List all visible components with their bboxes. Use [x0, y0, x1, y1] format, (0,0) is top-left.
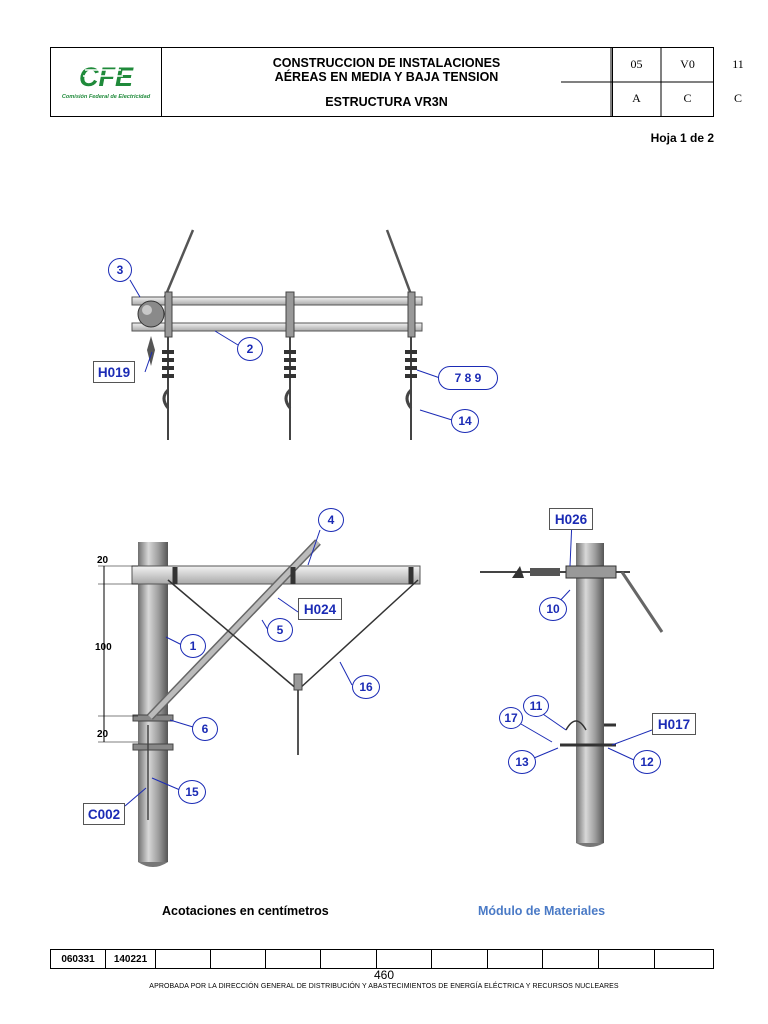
- sheet-number: Hoja 1 de 2: [650, 131, 714, 145]
- callout-10: 10: [539, 597, 567, 621]
- callout-2: 2: [237, 337, 263, 361]
- revision-cell: [377, 950, 432, 968]
- revision-cell: [543, 950, 599, 968]
- dimensions-note: Acotaciones en centímetros: [162, 904, 329, 918]
- code-cell: C: [683, 91, 692, 105]
- svg-text:CFE: CFE: [79, 62, 134, 92]
- cfe-logo: CFE Comisión Federal de Electricidad: [51, 48, 162, 116]
- revision-cell: [211, 950, 266, 968]
- approval-note: APROBADA POR LA DIRECCIÓN GENERAL DE DIS…: [149, 983, 619, 990]
- code-cell: 11: [732, 57, 744, 71]
- revision-cell: 060331: [51, 950, 106, 968]
- title-line-1: CONSTRUCCION DE INSTALACIONES: [272, 56, 501, 70]
- callout-4: 4: [318, 508, 344, 532]
- revision-cell: [321, 950, 377, 968]
- callout-h017: H017: [652, 713, 696, 735]
- callout-3: 3: [108, 258, 132, 282]
- revision-cell: [488, 950, 543, 968]
- dimension-bottom: 20: [97, 729, 109, 740]
- detail-view: [480, 519, 664, 847]
- revision-cell: [655, 950, 713, 968]
- callout-13: 13: [508, 750, 536, 774]
- revision-table: 060331 140221: [50, 949, 714, 969]
- code-grid: 05 V0 11 A C C: [612, 48, 744, 116]
- callout-h024: H024: [298, 598, 342, 620]
- dimension-middle: 100: [95, 642, 112, 653]
- top-view: [129, 229, 453, 440]
- header-table: CFE Comisión Federal de Electricidad CON…: [50, 47, 744, 117]
- revision-cell: [432, 950, 488, 968]
- document-title: CONSTRUCCION DE INSTALACIONES AÉREAS EN …: [161, 48, 613, 116]
- callout-12: 12: [633, 750, 661, 774]
- revision-cell: 140221: [106, 950, 156, 968]
- insulator-string: [162, 337, 174, 440]
- structure-name: ESTRUCTURA VR3N: [325, 95, 448, 109]
- side-view: [98, 529, 421, 867]
- callout-6: 6: [192, 717, 218, 741]
- dimension-top: 20: [97, 555, 109, 566]
- page-number: 460: [373, 968, 395, 982]
- revision-cell: [599, 950, 655, 968]
- svg-text:Comisión Federal de Electricid: Comisión Federal de Electricidad: [62, 94, 151, 100]
- callout-h019: H019: [93, 361, 135, 383]
- cfe-logo-graphic: CFE Comisión Federal de Electricidad: [62, 62, 151, 100]
- callout-5: 5: [267, 618, 293, 642]
- callout-17: 17: [499, 707, 523, 729]
- callout-1: 1: [180, 634, 206, 658]
- code-cell: V0: [680, 57, 695, 71]
- callout-16: 16: [352, 675, 380, 699]
- title-line-2: AÉREAS EN MEDIA Y BAJA TENSION: [274, 70, 499, 84]
- code-cell: A: [632, 91, 641, 105]
- code-cell: C: [733, 91, 742, 105]
- insulator-string: [405, 337, 417, 440]
- callout-11: 11: [523, 695, 549, 717]
- callout-c002: C002: [83, 803, 125, 825]
- code-cell: 05: [630, 57, 643, 71]
- callout-14: 14: [451, 409, 479, 433]
- callout-h026: H026: [549, 508, 593, 530]
- revision-cell: [266, 950, 321, 968]
- materials-module-link[interactable]: Módulo de Materiales: [478, 904, 606, 918]
- insulator-string: [284, 337, 296, 440]
- revision-cell: [156, 950, 211, 968]
- callout-15: 15: [178, 780, 206, 804]
- callout-7-8-9: 7 8 9: [438, 366, 498, 390]
